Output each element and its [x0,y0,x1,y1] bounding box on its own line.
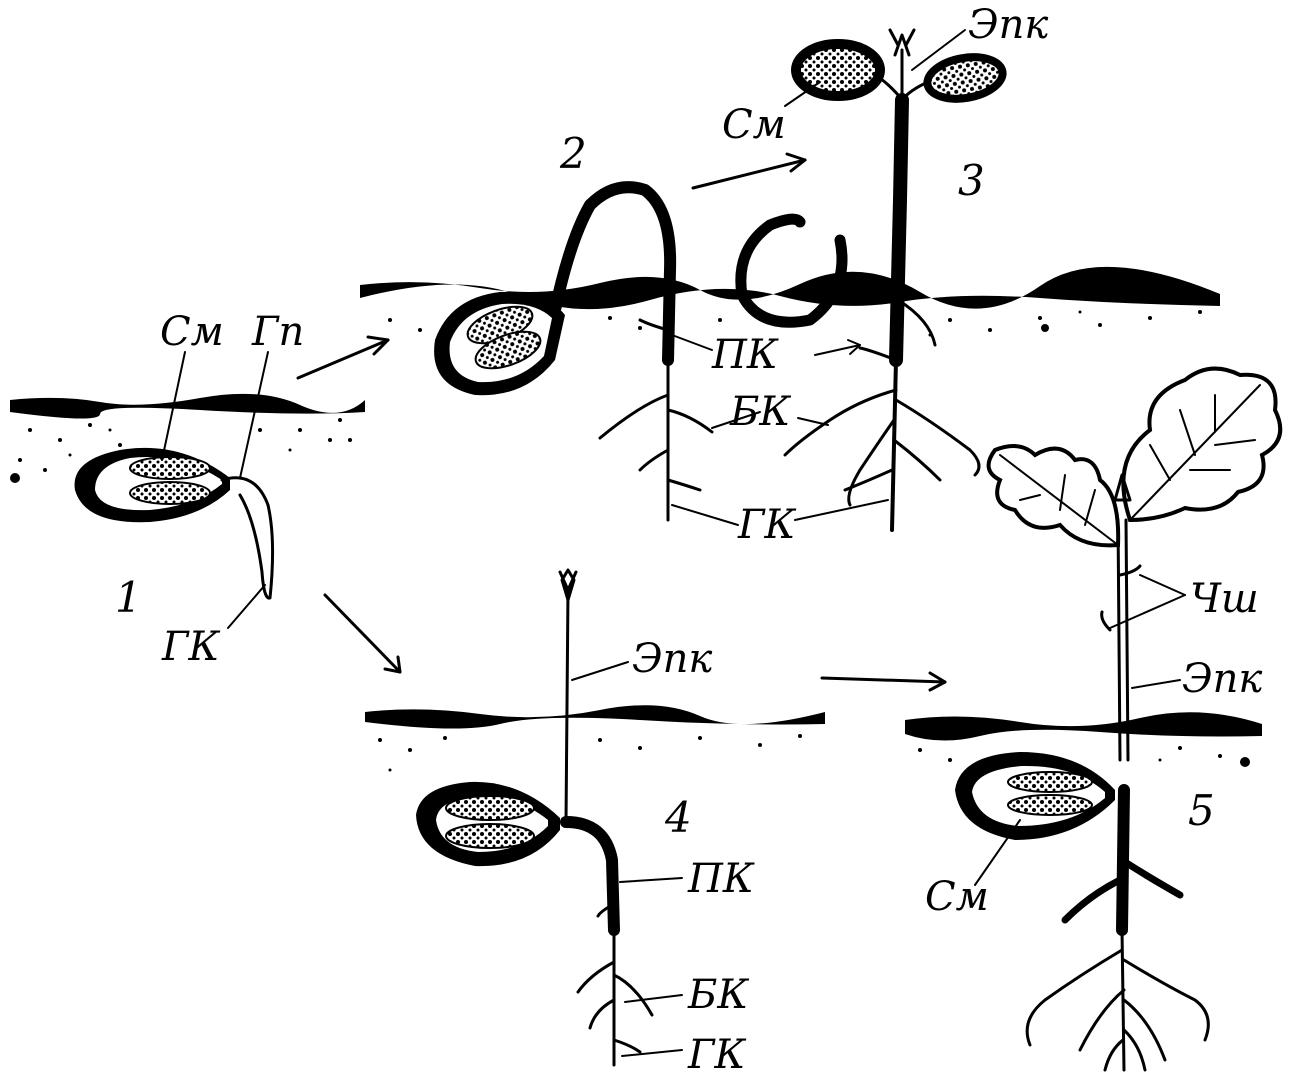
arrow-2-to-3 [693,154,805,188]
stage-5: Чш Эпк 5 См [905,369,1280,1070]
label-pk-4: ПК [687,856,755,902]
label-chsh-5: Чш [1190,576,1259,622]
label-bk-2-3: БК [729,389,791,435]
label-epk-3: Эпк [968,2,1048,48]
roots-3 [785,300,979,505]
stage-number-1: 1 [115,573,142,622]
arrow-1-to-2 [298,337,388,378]
stage-number-4: 4 [664,793,692,842]
stage-3: Эпк См 2 3 [559,2,1048,530]
epicotyl-4 [560,570,576,822]
stage-number-3: 3 [958,156,985,205]
label-epk-5: Эпк [1182,656,1262,702]
hypocotyl-hook-2 [555,187,670,360]
roots-4 [578,905,652,1065]
arrow-4-to-5 [822,673,945,690]
label-gk-2-3: ГК [737,502,796,548]
label-cm-1: См [160,309,224,355]
acorn-5 [955,752,1115,840]
label-epk-4: Эпк [632,636,712,682]
soil-layer-5 [905,712,1262,767]
label-gp-1: Гп [251,309,304,355]
label-cm-3: См [722,102,786,148]
stage-number-2: 2 [559,129,587,178]
stem-lower-3 [892,360,896,530]
cotyledon-loop-3 [741,219,842,322]
stage-number-5: 5 [1188,786,1215,835]
stem-3 [896,100,902,360]
label-cm-5: См [925,874,989,920]
stage-1: См Гп ГК 1 [10,309,365,670]
radicle-1 [222,478,273,598]
acorn-2 [434,292,565,395]
label-gk-4: ГК [687,1032,746,1078]
stage-2 [434,187,712,520]
roots-2 [600,320,712,520]
arrow-1-to-4 [325,595,400,672]
oak-leaves-5 [989,369,1281,546]
label-pk-2-3: ПК [711,332,779,378]
stage-4: Эпк 4 ПК БК ГК [365,570,825,1078]
shared-labels-2-3: ПК БК ГК [672,332,888,548]
label-bk-4: БК [687,972,749,1018]
hypocotyl-4 [566,822,614,930]
acorn-4 [416,782,560,866]
soil-layer-4 [365,705,825,771]
acorn-1 [75,448,230,522]
label-gk-1: ГК [161,624,220,670]
